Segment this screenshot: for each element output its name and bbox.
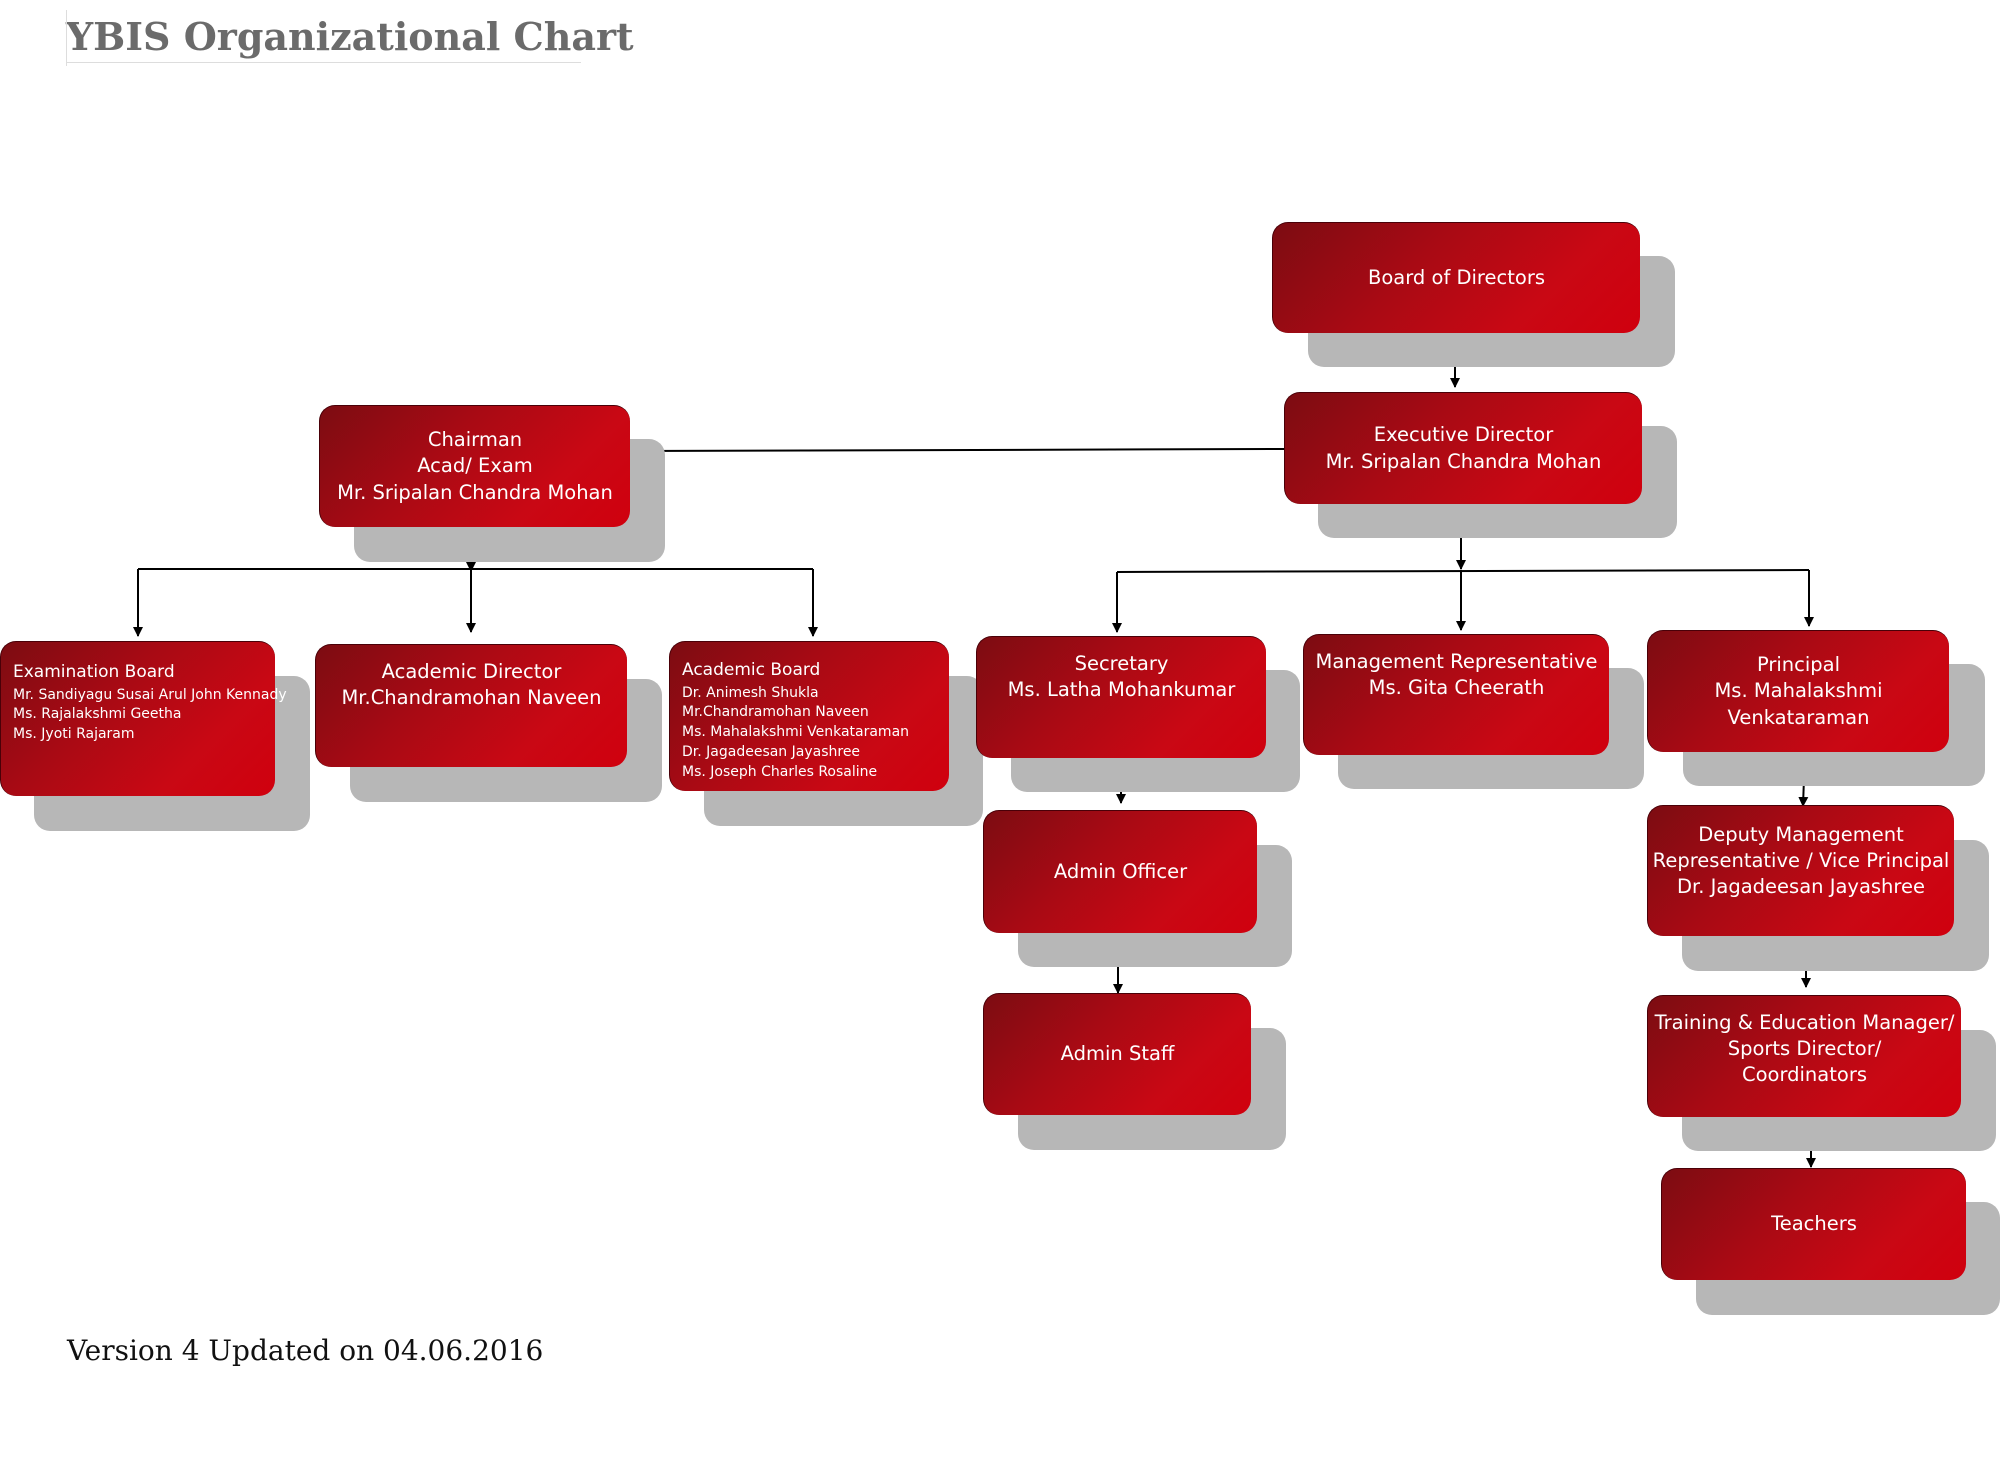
version-footer: Version 4 Updated on 04.06.2016 <box>67 1334 544 1367</box>
node-text: Chairman <box>427 428 523 452</box>
node-text: Mr. Sripalan Chandra Mohan <box>337 480 613 504</box>
node-text: Dr. Jagadeesan Jayashree <box>682 744 861 761</box>
node-box: Board of Directors <box>1272 222 1640 333</box>
node-box: Executive Director Mr. Sripalan Chandra … <box>1284 392 1642 504</box>
node-box: Academic Director Mr.Chandramohan Naveen <box>315 644 627 767</box>
node-text: Coordinators <box>1741 1063 1867 1087</box>
node-box: Training & Education Manager/ Sports Dir… <box>1647 995 1961 1117</box>
node-text: Ms. Rajalakshmi Geetha <box>13 706 182 723</box>
node-executive-director: Executive Director Mr. Sripalan Chandra … <box>1284 392 1677 538</box>
node-text: Training & Education Manager/ <box>1654 1011 1955 1034</box>
node-admin-officer: Admin Officer <box>983 810 1292 967</box>
node-text: Management Representative <box>1315 650 1598 673</box>
node-text: Board of Directors <box>1368 265 1545 289</box>
node-text: Ms. Joseph Charles Rosaline <box>682 764 878 780</box>
node-box: Chairman Acad/ Exam Mr. Sripalan Chandra… <box>319 405 630 527</box>
node-box: Admin Officer <box>983 810 1257 933</box>
node-box: Secretary Ms. Latha Mohankumar <box>976 636 1266 758</box>
node-text: Ms. Mahalakshmi Venkataraman <box>682 724 910 741</box>
node-training-education-manager: Training & Education Manager/ Sports Dir… <box>1647 995 1996 1151</box>
node-text: Executive Director <box>1373 423 1554 447</box>
line-chair-to-exec <box>629 448 1285 452</box>
node-box: Deputy Management Representative / Vice … <box>1647 805 1954 936</box>
node-text: Secretary <box>1074 652 1169 675</box>
node-teachers: Teachers <box>1661 1168 2000 1315</box>
node-academic-board: Academic Board Dr. Animesh Shukla Mr.Cha… <box>669 641 983 826</box>
node-text: Academic Board <box>682 660 821 680</box>
node-chairman: Chairman Acad/ Exam Mr. Sripalan Chandra… <box>319 405 665 562</box>
node-text: Ms. Jyoti Rajaram <box>13 726 135 743</box>
node-text: Representative / Vice Principal <box>1652 849 1950 873</box>
node-text: Dr. Jagadeesan Jayashree <box>1677 875 1925 899</box>
node-box: Principal Ms. Mahalakshmi Venkataraman <box>1647 630 1949 752</box>
node-academic-director: Academic Director Mr.Chandramohan Naveen <box>315 644 662 802</box>
node-text: Dr. Animesh Shukla <box>682 684 819 701</box>
node-text: Mr. Sripalan Chandra Mohan <box>1325 449 1602 473</box>
node-text: Mr.Chandramohan Naveen <box>682 704 869 721</box>
node-text: Teachers <box>1771 1212 1857 1236</box>
node-text: Acad/ Exam <box>417 454 533 478</box>
exec-bus <box>1116 569 1810 573</box>
node-deputy-management-representative: Deputy Management Representative / Vice … <box>1647 805 1989 971</box>
node-text: Venkataraman <box>1727 705 1870 729</box>
node-admin-staff: Admin Staff <box>983 993 1286 1150</box>
node-box: Admin Staff <box>983 993 1251 1115</box>
node-box: Academic Board Dr. Animesh Shukla Mr.Cha… <box>669 641 949 791</box>
node-examination-board: Examination Board Mr. Sandiyagu Susai Ar… <box>0 641 310 831</box>
node-box: Teachers <box>1661 1168 1966 1280</box>
node-text: Academic Director <box>381 660 562 683</box>
node-text: Admin Staff <box>1060 1042 1175 1066</box>
node-text: Mr.Chandramohan Naveen <box>341 686 602 710</box>
node-box: Examination Board Mr. Sandiyagu Susai Ar… <box>0 641 287 796</box>
node-text: Ms. Latha Mohankumar <box>1007 678 1236 702</box>
node-text: Ms. Gita Cheerath <box>1368 676 1545 700</box>
node-text: Deputy Management <box>1698 823 1904 846</box>
title-underline <box>66 62 581 63</box>
node-text: Sports Director/ <box>1727 1037 1882 1061</box>
page-title: YBIS Organizational Chart <box>66 14 634 59</box>
node-principal: Principal Ms. Mahalakshmi Venkataraman <box>1647 630 1985 786</box>
node-text: Admin Officer <box>1053 859 1188 883</box>
node-secretary: Secretary Ms. Latha Mohankumar <box>976 636 1300 792</box>
title-left-rule <box>66 10 67 66</box>
node-text: Mr. Sandiyagu Susai Arul John Kennady <box>13 686 287 703</box>
node-management-representative: Management Representative Ms. Gita Cheer… <box>1303 634 1644 789</box>
node-box: Management Representative Ms. Gita Cheer… <box>1303 634 1609 755</box>
node-text: Ms. Mahalakshmi <box>1714 679 1883 703</box>
node-board-of-directors: Board of Directors <box>1272 222 1675 367</box>
node-text: Principal <box>1756 653 1841 677</box>
node-text: Examination Board <box>13 662 175 682</box>
